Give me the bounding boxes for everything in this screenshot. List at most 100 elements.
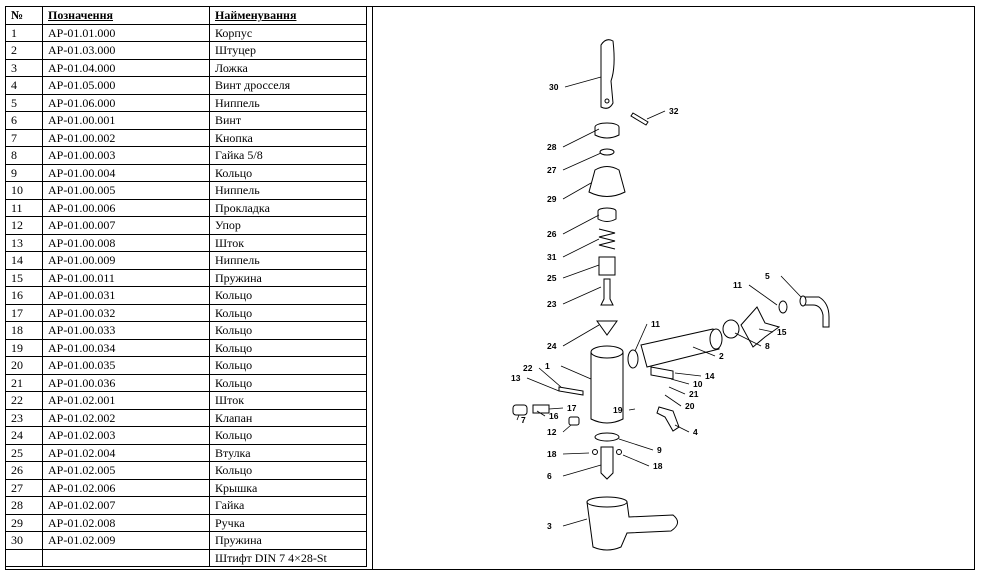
cell-designation: АР-01.04.000 xyxy=(42,58,210,77)
part-25-shape xyxy=(598,256,616,276)
cell-number: 26 xyxy=(5,461,43,480)
cell-name: Прокладка xyxy=(209,198,367,217)
part-32-shape xyxy=(630,112,649,126)
cell-name: Пружина xyxy=(209,531,367,550)
cell-designation: АР-01.03.000 xyxy=(42,41,210,60)
callout-leader xyxy=(538,367,562,388)
callout-leader xyxy=(562,452,590,455)
callout-leader xyxy=(562,518,588,527)
callout-label: 5 xyxy=(765,271,770,281)
cell-name: Клапан xyxy=(209,408,367,427)
callout-label: 18 xyxy=(653,461,663,471)
cell-number: 22 xyxy=(5,391,43,410)
cell-number: 19 xyxy=(5,338,43,357)
cell-number: 28 xyxy=(5,496,43,515)
cell-name: Кольцо xyxy=(209,461,367,480)
cell-name: Кольцо xyxy=(209,286,367,305)
cell-name: Кнопка xyxy=(209,128,367,147)
callout-leader xyxy=(634,323,648,352)
cell-name: Ручка xyxy=(209,513,367,532)
cell-number: 10 xyxy=(5,181,43,200)
cell-name: Втулка xyxy=(209,443,367,462)
cell-name: Гайка 5/8 xyxy=(209,146,367,165)
cell-name: Кольцо xyxy=(209,321,367,340)
cell-designation: АР-01.01.000 xyxy=(42,23,210,42)
callout-leader xyxy=(618,438,654,451)
callout-label: 25 xyxy=(547,273,557,283)
cell-name: Кольцо xyxy=(209,338,367,357)
cell-number: 12 xyxy=(5,216,43,235)
cell-number: 30 xyxy=(5,531,43,550)
callout-label: 13 xyxy=(511,373,521,383)
cell-name: Шток xyxy=(209,233,367,252)
callout-leader xyxy=(674,424,690,433)
cell-name: Кольцо xyxy=(209,426,367,445)
callout-leader xyxy=(758,328,774,333)
callout-leader xyxy=(664,394,682,407)
cell-name: Ложка xyxy=(209,58,367,77)
cell-designation: АР-01.02.004 xyxy=(42,443,210,462)
callout-label: 14 xyxy=(705,371,715,381)
callout-leader xyxy=(562,424,572,433)
cell-number: 11 xyxy=(5,198,43,217)
callout-label: 4 xyxy=(693,427,698,437)
cell-number xyxy=(5,548,43,567)
cell-designation: АР-01.00.005 xyxy=(42,181,210,200)
callout-label: 6 xyxy=(547,471,552,481)
part-30-shape xyxy=(600,39,615,109)
callout-label: 19 xyxy=(613,405,623,415)
part-1-body-shape xyxy=(590,351,624,424)
cell-name: Кольцо xyxy=(209,163,367,182)
cell-name: Ниппель xyxy=(209,251,367,270)
callout-label: 26 xyxy=(547,229,557,239)
callout-leader xyxy=(622,454,650,467)
callout-leader xyxy=(516,414,520,421)
callout-label: 12 xyxy=(547,427,557,437)
callout-label: 22 xyxy=(523,363,533,373)
callout-label: 21 xyxy=(689,389,699,399)
callout-leader xyxy=(526,377,560,392)
cell-designation: АР-01.02.003 xyxy=(42,426,210,445)
callout-label: 31 xyxy=(547,252,557,262)
cell-number: 13 xyxy=(5,233,43,252)
cell-name: Шток xyxy=(209,391,367,410)
callout-label: 15 xyxy=(777,327,787,337)
callout-leader xyxy=(670,378,690,385)
callout-leader xyxy=(562,264,600,279)
cell-number: 1 xyxy=(5,23,43,42)
cell-name: Кольцо xyxy=(209,373,367,392)
callout-leader xyxy=(562,182,592,200)
cell-designation: АР-01.02.008 xyxy=(42,513,210,532)
cell-number: 15 xyxy=(5,268,43,287)
cell-name: Крышка xyxy=(209,478,367,497)
cell-name: Кольцо xyxy=(209,303,367,322)
cell-designation: АР-01.02.009 xyxy=(42,531,210,550)
cell-name: Винт xyxy=(209,111,367,130)
cell-number: 24 xyxy=(5,426,43,445)
cell-number: 6 xyxy=(5,111,43,130)
part-6-shape xyxy=(600,446,614,480)
cell-designation: АР-01.00.004 xyxy=(42,163,210,182)
cell-number: 20 xyxy=(5,356,43,375)
callout-label: 11 xyxy=(733,280,742,290)
callout-label: 27 xyxy=(547,165,557,175)
callout-label: 29 xyxy=(547,194,557,204)
header-number: № xyxy=(5,6,43,25)
cell-designation: АР-01.00.008 xyxy=(42,233,210,252)
